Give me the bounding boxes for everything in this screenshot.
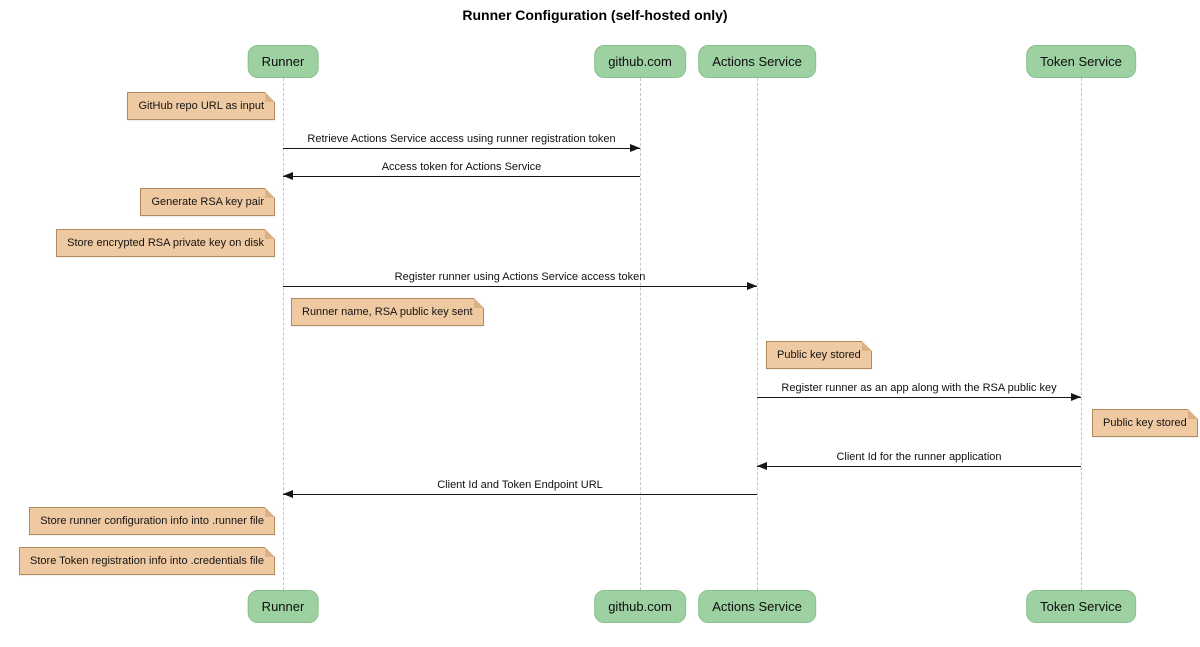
- note: GitHub repo URL as input: [127, 92, 275, 120]
- message-line: [757, 397, 1081, 398]
- message-label: Retrieve Actions Service access using ru…: [307, 133, 616, 145]
- participant-token-service-top: Token Service: [1026, 45, 1136, 78]
- participant-token-service-bottom: Token Service: [1026, 590, 1136, 623]
- message-line: [283, 176, 640, 177]
- note: Runner name, RSA public key sent: [291, 298, 484, 326]
- participant-runner-top: Runner: [247, 45, 319, 78]
- arrowhead-right-icon: [747, 282, 757, 290]
- lifeline-token-service: [1081, 78, 1082, 590]
- message-label: Client Id and Token Endpoint URL: [437, 479, 603, 491]
- note: Public key stored: [1092, 409, 1198, 437]
- lifeline-actions-service: [757, 78, 758, 590]
- message-label: Client Id for the runner application: [836, 451, 1002, 463]
- message-line: [283, 148, 640, 149]
- note-text: Store Token registration info into .cred…: [30, 555, 264, 567]
- arrowhead-right-icon: [1071, 393, 1081, 401]
- participant-actions-service-top: Actions Service: [698, 45, 816, 78]
- note-text: Store encrypted RSA private key on disk: [67, 237, 264, 249]
- message-line: [283, 494, 757, 495]
- lifeline-github: [640, 78, 641, 590]
- diagram-title: Runner Configuration (self-hosted only): [462, 7, 728, 23]
- message-label: Access token for Actions Service: [381, 161, 542, 173]
- arrowhead-left-icon: [283, 490, 293, 498]
- note-text: Runner name, RSA public key sent: [302, 306, 473, 318]
- message-line: [283, 286, 757, 287]
- arrowhead-right-icon: [630, 144, 640, 152]
- participant-runner-bottom: Runner: [247, 590, 319, 623]
- note-text: Public key stored: [777, 349, 861, 361]
- message-label: Register runner using Actions Service ac…: [394, 271, 646, 283]
- note-text: GitHub repo URL as input: [138, 100, 264, 112]
- note: Store Token registration info into .cred…: [19, 547, 275, 575]
- participant-github-top: github.com: [594, 45, 686, 78]
- note: Store encrypted RSA private key on disk: [56, 229, 275, 257]
- note-text: Store runner configuration info into .ru…: [40, 515, 264, 527]
- note: Store runner configuration info into .ru…: [29, 507, 275, 535]
- arrowhead-left-icon: [283, 172, 293, 180]
- note-text: Generate RSA key pair: [151, 196, 264, 208]
- note-text: Public key stored: [1103, 417, 1187, 429]
- participant-actions-service-bottom: Actions Service: [698, 590, 816, 623]
- message-label: Register runner as an app along with the…: [781, 382, 1057, 394]
- participant-github-bottom: github.com: [594, 590, 686, 623]
- note: Public key stored: [766, 341, 872, 369]
- message-line: [757, 466, 1081, 467]
- lifeline-runner: [283, 78, 284, 590]
- note: Generate RSA key pair: [140, 188, 275, 216]
- arrowhead-left-icon: [757, 462, 767, 470]
